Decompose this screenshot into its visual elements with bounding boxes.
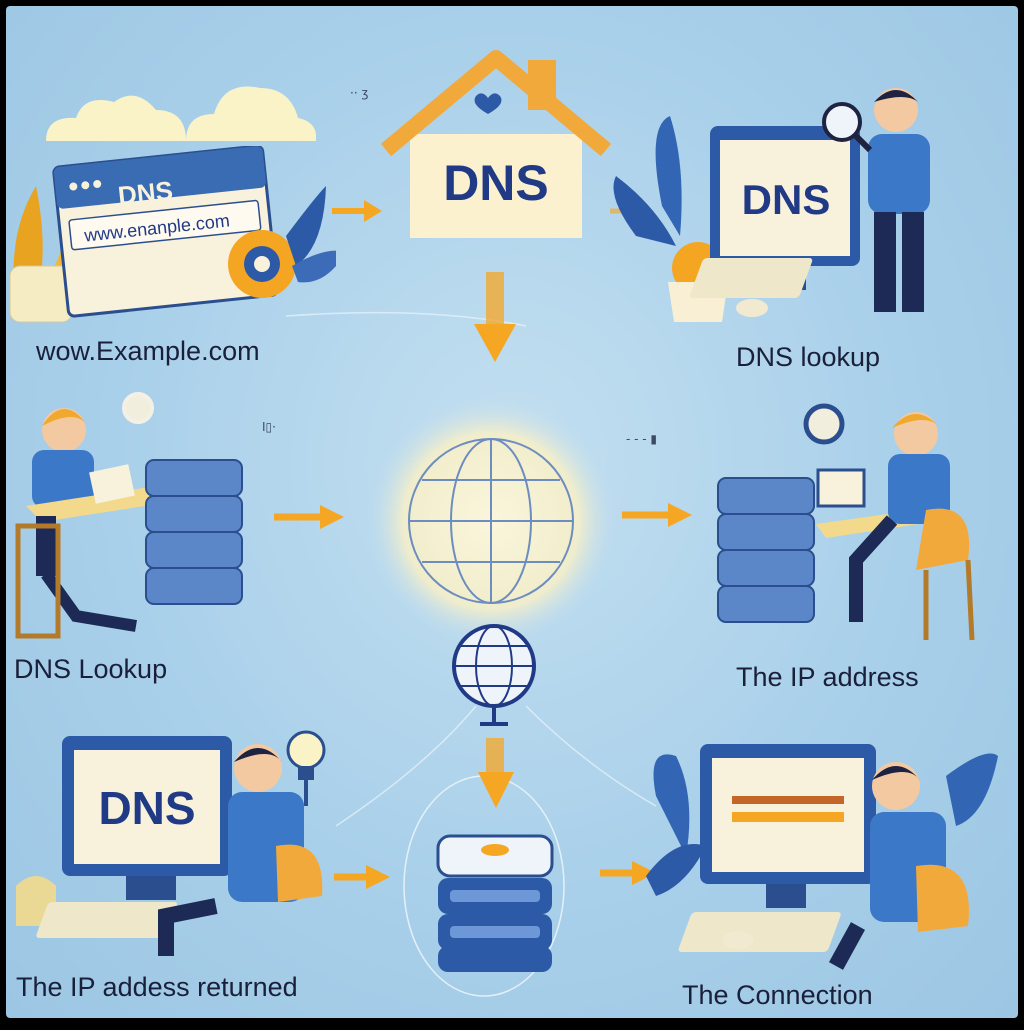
lookup-screen-label: DNS [742, 176, 831, 223]
arrow-icon [600, 861, 656, 885]
caption-ip-returned: The IP addess returned [16, 972, 298, 1002]
caption-dns-lookup: DNS lookup [736, 342, 881, 372]
ip-returned-screen-label: DNS [98, 782, 195, 834]
gear-icon [228, 230, 296, 298]
arrow-icon [478, 738, 514, 808]
faint-mark: ·· ʒ [350, 86, 369, 100]
faint-mark: - - - ▮ [626, 432, 658, 446]
ip-address-scene [717, 403, 975, 641]
house-icon: DNS [380, 50, 612, 238]
house-label: DNS [443, 155, 549, 211]
heart-icon [474, 93, 502, 114]
connection-scene [646, 744, 998, 970]
caption-connection: The Connection [682, 980, 873, 1010]
ip-returned-scene: DNS [16, 730, 326, 956]
magnifier-icon [822, 102, 873, 153]
dns-infographic: ·· ʒ I▯· - - - ▮ [6, 6, 1018, 1018]
faint-mark: I▯· [262, 420, 276, 434]
caption-ip-address: The IP address [736, 662, 919, 692]
browser-tab-title: DNS [116, 175, 175, 211]
server-stack-icon [717, 477, 815, 623]
server-stack-icon [436, 834, 554, 972]
server-stack-icon [145, 459, 243, 605]
dns-lookup-left-scene [15, 392, 243, 639]
arrow-icon [332, 200, 382, 222]
arrow-icon [474, 272, 516, 362]
arrow-icon [274, 505, 344, 529]
globe-icon [366, 396, 616, 646]
browser-panel [9, 146, 336, 323]
globe-icon [452, 624, 536, 726]
arrow-icon [334, 865, 390, 889]
cloud-icon [46, 86, 316, 141]
dns-lookup-scene: DNS [613, 88, 930, 322]
arrow-icon [622, 503, 692, 527]
caption-browser: wow.Example.com [36, 336, 260, 366]
lightbulb-icon [286, 730, 326, 806]
caption-dns-lookup-left: DNS Lookup [14, 654, 168, 684]
